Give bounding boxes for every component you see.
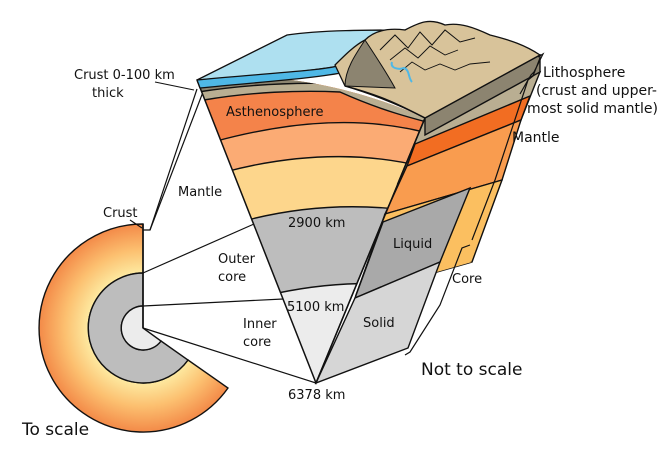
surface-top	[196, 20, 542, 119]
to-scale-earth-section	[38, 223, 229, 433]
bracket-lines	[404, 52, 545, 356]
label-crust-thickness-2: thick	[92, 86, 124, 101]
label-mantle-right: Mantle	[512, 130, 560, 146]
label-outer-core-2: core	[218, 270, 246, 285]
label-crust-left: Crust	[103, 206, 138, 221]
connector-lines	[142, 88, 317, 384]
labels: Crust 0-100 km thick Asthenosphere Mantl…	[21, 65, 658, 440]
label-mantle-left: Mantle	[178, 185, 222, 200]
label-depth-2900: 2900 km	[288, 216, 345, 231]
label-crust-thickness-1: Crust 0-100 km	[74, 68, 175, 83]
label-asthenosphere: Asthenosphere	[226, 105, 324, 120]
label-lithosphere-2: (crust and upper-	[536, 83, 657, 99]
label-core-right: Core	[452, 272, 482, 287]
label-solid: Solid	[363, 316, 395, 331]
label-to-scale: To scale	[21, 420, 89, 440]
label-depth-5100: 5100 km	[287, 300, 344, 315]
label-lithosphere-3: most solid mantle)	[527, 101, 658, 117]
label-inner-core-2: core	[243, 335, 271, 350]
wedge-side-face	[314, 53, 542, 385]
scale-inner-core	[120, 305, 162, 351]
label-inner-core-1: Inner	[243, 317, 277, 332]
label-depth-6378: 6378 km	[288, 388, 345, 403]
label-outer-core-1: Outer	[218, 252, 256, 267]
label-not-to-scale: Not to scale	[421, 360, 522, 380]
label-lithosphere-1: Lithosphere	[543, 65, 625, 81]
label-liquid: Liquid	[393, 237, 432, 252]
